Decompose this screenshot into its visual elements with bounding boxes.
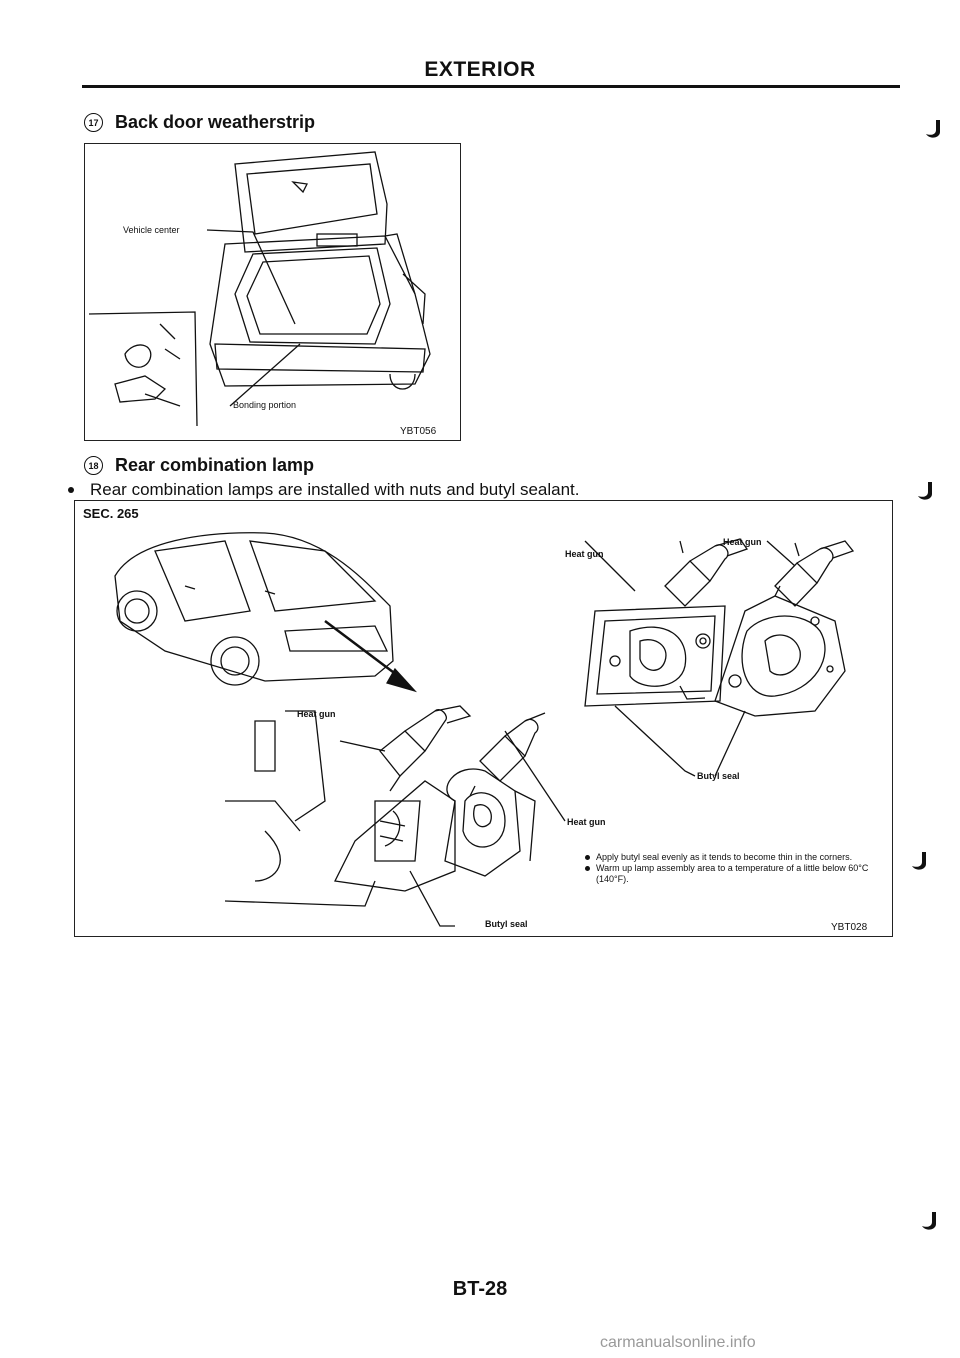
page-header-title: EXTERIOR bbox=[424, 58, 536, 81]
label-vehicle-center: Vehicle center bbox=[123, 225, 180, 235]
circled-number-18: 18 bbox=[84, 456, 103, 475]
page-number: BT-28 bbox=[452, 1278, 508, 1300]
note-text: Apply butyl seal evenly as it tends to b… bbox=[596, 852, 853, 862]
label-heat-gun-bottom-left: Heat gun bbox=[297, 709, 336, 719]
note-item: Warm up lamp assembly area to a temperat… bbox=[585, 863, 885, 885]
section-back-door-title: 17 Back door weatherstrip bbox=[84, 112, 315, 133]
label-butyl-seal-upper: Butyl seal bbox=[697, 771, 740, 781]
sec-number: SEC. 265 bbox=[83, 506, 139, 521]
note-bullet bbox=[585, 855, 590, 860]
label-butyl-seal-lower: Butyl seal bbox=[485, 919, 528, 929]
circled-number-17: 17 bbox=[84, 113, 103, 132]
label-bonding-portion: Bonding portion bbox=[233, 400, 297, 410]
bullet-text: Rear combination lamps are installed wit… bbox=[90, 480, 580, 499]
note-text: Warm up lamp assembly area to a temperat… bbox=[596, 863, 869, 884]
section-title-text: Back door weatherstrip bbox=[115, 112, 316, 132]
notes-list: Apply butyl seal evenly as it tends to b… bbox=[585, 852, 885, 885]
figure-code-ybt056: YBT056 bbox=[400, 426, 437, 437]
binder-mark-icon bbox=[926, 120, 940, 138]
back-door-illustration bbox=[88, 151, 431, 427]
label-heat-gun-top-left: Heat gun bbox=[565, 549, 604, 559]
figure-code-ybt028: YBT028 bbox=[831, 922, 868, 933]
header-rule bbox=[82, 85, 900, 88]
note-item: Apply butyl seal evenly as it tends to b… bbox=[585, 852, 885, 863]
bullet-dot bbox=[68, 487, 74, 493]
figure-rear-lamp: SEC. 265 Heat gun Heat gun Heat gun Heat… bbox=[74, 500, 893, 937]
watermark-text: carmanualsonline.info bbox=[600, 1334, 756, 1351]
rear-lamp-illustration bbox=[114, 532, 855, 927]
note-bullet bbox=[585, 866, 590, 871]
section-rear-lamp-title: 18 Rear combination lamp bbox=[84, 455, 314, 476]
label-heat-gun-bottom-right: Heat gun bbox=[567, 817, 606, 827]
figure-back-door: Vehicle center Bonding portion YBT056 bbox=[84, 143, 461, 441]
binder-mark-icon bbox=[918, 482, 932, 500]
section-title-text: Rear combination lamp bbox=[115, 455, 315, 475]
label-heat-gun-top-right: Heat gun bbox=[723, 537, 762, 547]
bullet-lamp-install: Rear combination lamps are installed wit… bbox=[68, 480, 580, 500]
binder-mark-icon bbox=[912, 852, 926, 870]
binder-mark-icon bbox=[922, 1212, 936, 1230]
